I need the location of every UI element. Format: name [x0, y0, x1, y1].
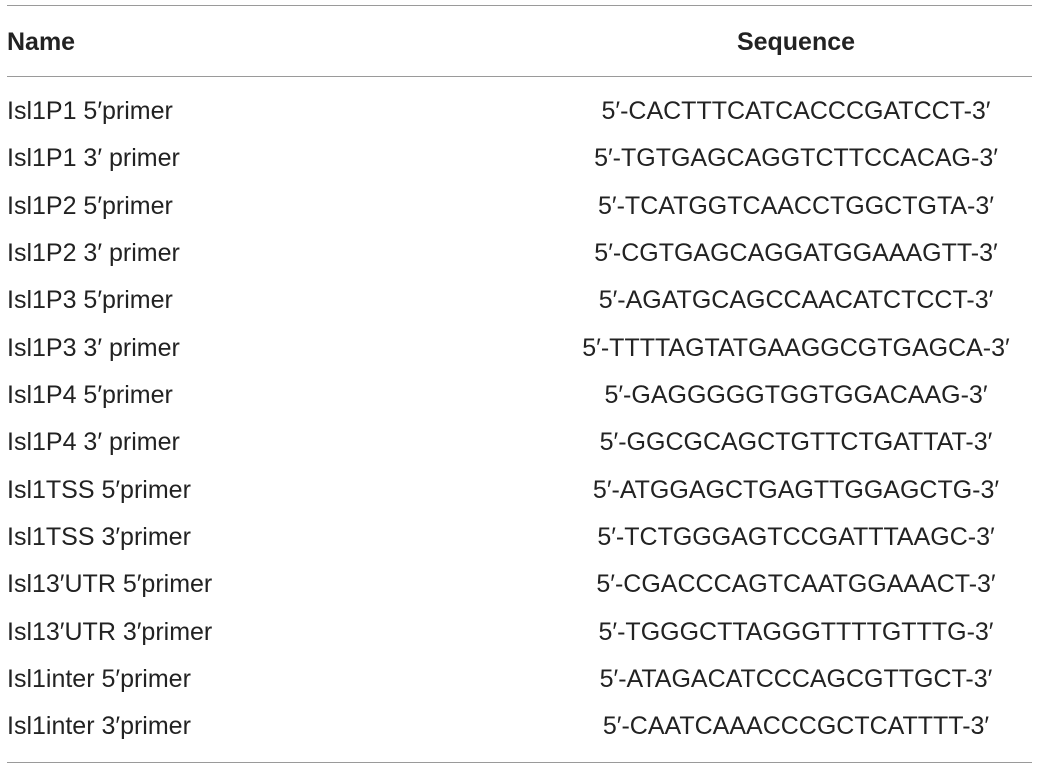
- table-top-rule: [7, 5, 1032, 6]
- primer-sequence-cell: 5′-TGGGCTTAGGGTTTTGTTTG-3′: [598, 617, 994, 646]
- primer-name-cell: Isl1P1 5′primer: [7, 97, 173, 125]
- primer-name-cell: Isl1inter 5′primer: [7, 665, 191, 694]
- table-row: Isl1TSS 5′primer 5′-ATGGAGCTGAGTTGGAGCTG-…: [0, 467, 1039, 514]
- primer-sequence-cell: 5′-CACTTTCATCACCCGATCCT-3′: [601, 97, 991, 125]
- table-row: Isl1P2 3′ primer 5′-CGTGAGCAGGATGGAAAGTT-…: [0, 230, 1039, 277]
- table-row: Isl1P4 5′primer 5′-GAGGGGGTGGTGGACAAG-3′: [0, 372, 1039, 419]
- primer-name-cell: Isl1P3 3′ primer: [7, 333, 180, 362]
- primer-name-cell: Isl1P2 5′primer: [7, 191, 173, 220]
- primer-sequence-cell: 5′-ATAGACATCCCAGCGTTGCT-3′: [599, 665, 993, 694]
- primer-name-cell: Isl13′UTR 5′primer: [7, 570, 213, 599]
- primer-sequence-cell: 5′-CGTGAGCAGGATGGAAAGTT-3′: [594, 239, 998, 268]
- primer-sequence-cell: 5′-TCATGGTCAACCTGGCTGTA-3′: [598, 191, 994, 220]
- primer-sequence-cell: 5′-GAGGGGGTGGTGGACAAG-3′: [604, 381, 988, 410]
- primer-sequence-cell: 5′-TCTGGGAGTCCGATTTAAGC-3′: [597, 523, 995, 552]
- primer-name-cell: Isl1P4 3′ primer: [7, 428, 180, 457]
- primer-sequence-cell: 5′-AGATGCAGCCAACATCTCCT-3′: [598, 286, 994, 315]
- primer-name-cell: Isl1P2 3′ primer: [7, 239, 180, 268]
- table-row: Isl1P4 3′ primer 5′-GGCGCAGCTGTTCTGATTAT-…: [0, 419, 1039, 466]
- table-bottom-rule: [7, 762, 1032, 763]
- primer-sequence-cell: 5′-ATGGAGCTGAGTTGGAGCTG-3′: [592, 475, 1000, 504]
- table-row: Isl13′UTR 5′primer 5′-CGACCCAGTCAATGGAAAC…: [0, 561, 1039, 608]
- table-row: Isl1P2 5′primer 5′-TCATGGTCAACCTGGCTGTA-3…: [0, 183, 1039, 230]
- primer-name-cell: Isl1P3 5′primer: [7, 286, 173, 315]
- primer-name-cell: Isl1TSS 5′primer: [7, 475, 191, 504]
- column-header-sequence: Sequence: [736, 28, 856, 56]
- table-header-rule: [7, 76, 1032, 77]
- table-row: Isl1inter 3′primer 5′-CAATCAAACCCGCTCATTT…: [0, 703, 1039, 750]
- table-row: Isl1P1 3′ primer 5′-TGTGAGCAGGTCTTCCACAG-…: [0, 135, 1039, 182]
- table-body: Isl1P1 5′primer 5′-CACTTTCATCACCCGATCCT-3…: [0, 88, 1039, 751]
- table-row: Isl1P1 5′primer 5′-CACTTTCATCACCCGATCCT-3…: [0, 88, 1039, 135]
- table-row: Isl1inter 5′primer 5′-ATAGACATCCCAGCGTTGC…: [0, 656, 1039, 703]
- primer-sequence-cell: 5′-CAATCAAACCCGCTCATTTT-3′: [602, 712, 990, 741]
- primer-sequence-cell: 5′-TTTTAGTATGAAGGCGTGAGCA-3′: [582, 333, 1010, 362]
- primer-sequence-cell: 5′-CGACCCAGTCAATGGAAACT-3′: [596, 570, 996, 599]
- table-row: Isl1P3 5′primer 5′-AGATGCAGCCAACATCTCCT-3…: [0, 277, 1039, 324]
- table-row: Isl1TSS 3′primer 5′-TCTGGGAGTCCGATTTAAGC-…: [0, 514, 1039, 561]
- table-row: Isl1P3 3′ primer 5′-TTTTAGTATGAAGGCGTGAGC…: [0, 325, 1039, 372]
- column-header-name: Name: [7, 28, 76, 56]
- primer-name-cell: Isl1inter 3′primer: [7, 712, 191, 741]
- primer-sequence-cell: 5′-TGTGAGCAGGTCTTCCACAG-3′: [594, 144, 998, 173]
- table-row: Isl13′UTR 3′primer 5′-TGGGCTTAGGGTTTTGTTT…: [0, 609, 1039, 656]
- primer-name-cell: Isl1P4 5′primer: [7, 381, 173, 410]
- primer-name-cell: Isl13′UTR 3′primer: [7, 617, 213, 646]
- primer-name-cell: Isl1TSS 3′primer: [7, 523, 191, 552]
- primer-sequence-cell: 5′-GGCGCAGCTGTTCTGATTAT-3′: [599, 428, 993, 457]
- primer-name-cell: Isl1P1 3′ primer: [7, 144, 180, 173]
